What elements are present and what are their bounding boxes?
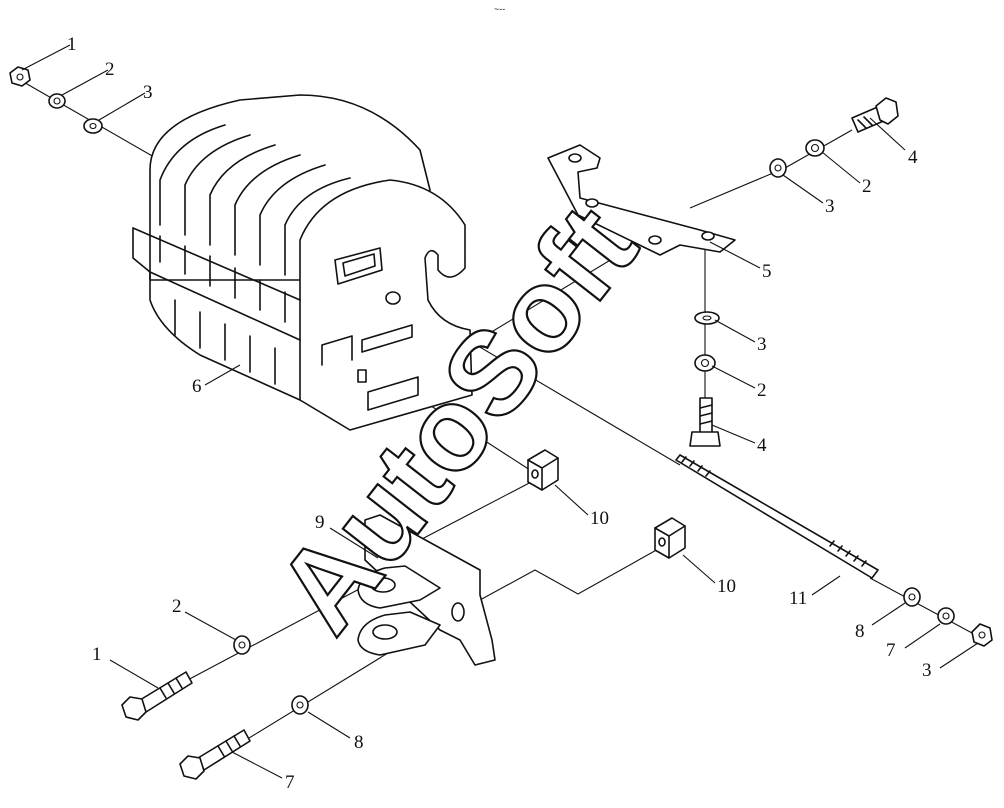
flat-washer-3-top-left	[83, 118, 103, 134]
callout-labels: 1 2 3 4 2 3 5 3 2 4 6 10 9 10 11 8 7 3 2…	[67, 34, 932, 793]
callout-8-upper: 2	[172, 596, 182, 617]
callout-4-upper: 4	[908, 147, 918, 168]
flat-washer-3-right	[903, 587, 921, 607]
bolt-4-vertical	[689, 397, 721, 447]
square-nut-10-upper	[527, 449, 559, 491]
lock-washer-2-right	[937, 607, 955, 625]
callout-3-right: 8	[855, 621, 865, 642]
flat-washer-3-upper	[769, 158, 787, 178]
bolt-7-lower	[179, 729, 251, 780]
callout-3-upper: 3	[825, 196, 835, 217]
callout-3-top-left: 3	[143, 82, 153, 103]
flat-washer-3-vertical	[694, 311, 720, 325]
nut-1-top-left	[9, 66, 31, 87]
counterweight-stack	[132, 94, 473, 431]
mounting-bracket-5	[547, 144, 736, 256]
lock-washer-2-vertical	[694, 354, 716, 372]
callout-10-lower: 10	[717, 576, 736, 597]
callout-1-top-left: 1	[67, 34, 77, 55]
callout-6: 6	[192, 376, 202, 397]
callout-7-upper: 1	[92, 644, 102, 665]
flat-washer-8-upper	[233, 635, 251, 655]
callout-2-top-left: 2	[105, 59, 115, 80]
lock-washer-2-top-left	[48, 93, 66, 109]
callout-2-vertical: 2	[757, 380, 767, 401]
leader-lines	[21, 44, 979, 779]
callout-10-upper: 10	[590, 508, 609, 529]
hitch-bracket-9	[357, 514, 496, 666]
nut-1-right	[971, 623, 993, 647]
callout-11: 11	[789, 588, 807, 609]
callout-2-upper: 2	[862, 176, 872, 197]
bolt-4-upper	[851, 97, 899, 133]
callout-1-right: 3	[922, 660, 932, 681]
callout-9: 9	[315, 512, 325, 533]
header-mark: ~--	[494, 4, 505, 14]
callout-8-lower: 8	[354, 732, 364, 753]
square-nut-10-lower	[654, 517, 686, 559]
bolt-7-upper	[121, 671, 193, 721]
callout-2-right: 7	[886, 640, 896, 661]
callout-4-vertical: 4	[757, 435, 767, 456]
threaded-stud-11	[675, 454, 879, 579]
callout-5: 5	[762, 261, 772, 282]
callout-3-vertical: 3	[757, 334, 767, 355]
callout-7-lower: 7	[285, 772, 295, 793]
flat-washer-8-lower	[291, 695, 309, 715]
lock-washer-2-upper	[805, 139, 825, 157]
